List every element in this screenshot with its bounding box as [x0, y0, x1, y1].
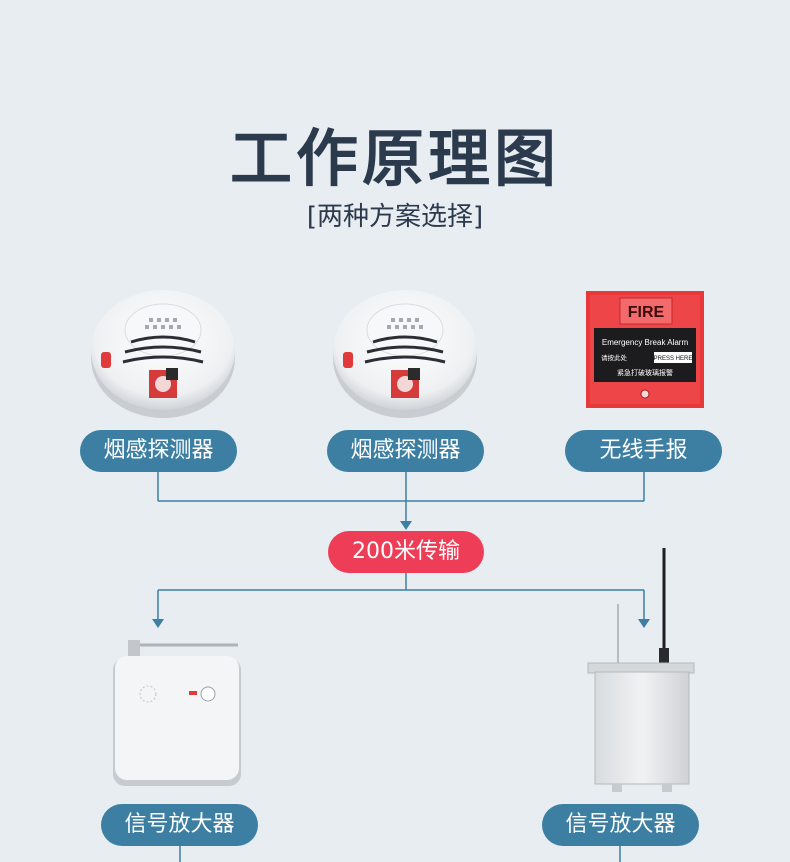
smoke-detector-2-image	[333, 290, 477, 418]
manual-call-point-label: 无线手报	[565, 430, 722, 472]
connector-lines	[157, 471, 645, 862]
press-here-cn-text: 请按此处	[601, 353, 628, 362]
fire-label: FIRE	[628, 304, 665, 321]
amplifier-1-label: 信号放大器	[101, 804, 258, 846]
page-title: 工作原理图	[229, 122, 560, 195]
smoke-detector-2-label: 烟感探测器	[327, 430, 484, 472]
smoke-detector-1-image	[91, 290, 235, 418]
break-glass-text: 紧急打破玻璃报警	[617, 368, 673, 377]
smoke-detector-1-label: 烟感探测器	[80, 430, 237, 472]
arrow-down-icon	[400, 521, 412, 530]
transmission-label: 200米传输	[328, 531, 484, 573]
manual-call-point-image: FIRE Emergency Break Alarm 请按此处 PRESS HE…	[586, 291, 704, 408]
emergency-text: Emergency Break Alarm	[602, 338, 689, 347]
amplifier-1-image	[113, 640, 241, 786]
amplifier-2-image	[587, 548, 695, 792]
connector-arrows	[152, 521, 650, 628]
press-here-text: PRESS HERE	[654, 356, 693, 362]
arrow-down-icon	[152, 619, 164, 628]
page-subtitle: [两种方案选择]	[306, 202, 484, 232]
amplifier-2-label: 信号放大器	[542, 804, 699, 846]
arrow-down-icon	[638, 619, 650, 628]
